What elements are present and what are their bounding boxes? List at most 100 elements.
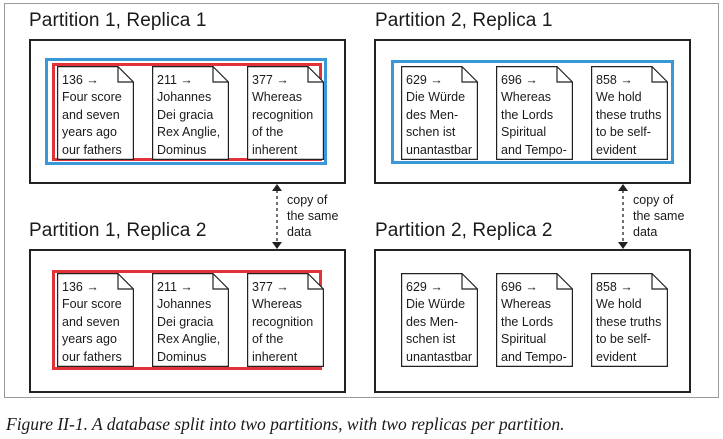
document: 629 → Die Würde des Men-schen ist unantastb… [401,66,478,160]
document-line: unantastbar [406,142,473,157]
document-line: Whereas [252,297,303,312]
copy-label-line: copy of [287,193,328,207]
document-line: des Men- [406,107,459,122]
partition-1-replica-2-title: Partition 1, Replica 2 [29,220,207,241]
document-line: schen ist [406,125,456,140]
document-line: the Lords [501,107,554,122]
document-line: recognition [252,314,314,329]
document-line: of the [252,125,284,140]
document-page-icon [591,66,668,160]
document-line: schen ist [406,332,456,347]
document-page-icon [496,66,573,160]
document-line: Die Würde [406,90,466,105]
document-page-icon [152,273,229,367]
partition-1-replica-1-title: Partition 1, Replica 1 [29,10,207,31]
document-line: We hold [596,90,642,105]
document-text: 377 → Whereas recognition of the inherent [252,279,324,366]
blue-highlight-frame [45,58,327,165]
document-line: evident [596,349,637,364]
document-line: Johannes [157,297,212,312]
document-line: We hold [596,297,642,312]
document-line: inherent [252,349,298,364]
copy-label-line: the same [287,209,339,223]
document-line: the Lords [501,314,554,329]
document-line: of the [252,332,284,347]
copy-arrow [272,184,282,249]
copy-label-line: copy of [633,193,674,207]
document-line: unantastbar [406,349,473,364]
document-line: Dei gracia [157,314,214,329]
document-line: our fathers [62,349,122,364]
document-line: and seven [62,314,120,329]
document-line: recognition [252,107,314,122]
document-key: 629 → [406,73,443,87]
blue-highlight-frame [391,60,674,164]
document-line: and Tempo- [501,349,567,364]
document-line: Whereas [501,297,552,312]
document-line: Whereas [501,90,552,105]
document-key: 136 → [62,280,99,294]
copy-label-line: data [287,225,312,239]
document-line: to be self- [596,125,651,140]
document-line: Johannes [157,90,212,105]
document-page-icon [247,273,324,367]
document-key: 629 → [406,280,443,294]
document-page-icon [496,273,573,367]
document-line: Rex Anglie, [157,332,221,347]
document: 377 → Whereas recognition of the inherent [247,273,324,367]
document-line: Rex Anglie, [157,125,221,140]
figure-caption: Figure II-1. A database split into two p… [6,414,565,434]
figure-frame: Partition 1, Replica 1 136 → Four score an… [4,3,719,398]
copy-label: copy of the same data [633,192,684,240]
partition-2-replica-1-box: 629 → Die Würde des Men-schen ist unantastb… [374,39,691,184]
document-line: Dominus [157,142,207,157]
document-key: 858 → [596,280,633,294]
document-line: Four score [62,297,122,312]
document-key: 211 → [157,280,193,294]
document-key: 377 → [252,73,289,87]
document-page-icon [57,66,134,160]
copy-label-line: data [633,225,658,239]
document-text: 629 → Die Würde des Men-schen ist unantastb… [406,72,478,159]
document-line: to be self- [596,332,651,347]
document-line: Four score [62,90,122,105]
document-line: our fathers [62,142,122,157]
document-line: Dominus [157,349,207,364]
document-line: Die Würde [406,297,466,312]
document-page-icon [247,66,324,160]
document-line: Spiritual [501,332,547,347]
document-key: 136 → [62,73,99,87]
copy-label-line: the same [633,209,685,223]
document-line: Whereas [252,90,303,105]
document-page-icon [57,273,134,367]
copy-arrow [618,184,628,249]
document-key: 211 → [157,73,193,87]
document-page-icon [401,273,478,367]
document-key: 377 → [252,280,289,294]
document-page-icon [152,66,229,160]
document-line: and Tempo- [501,142,567,157]
document-line: and seven [62,107,120,122]
document-line: Spiritual [501,125,547,140]
document-line: evident [596,142,637,157]
document-key: 858 → [596,73,633,87]
